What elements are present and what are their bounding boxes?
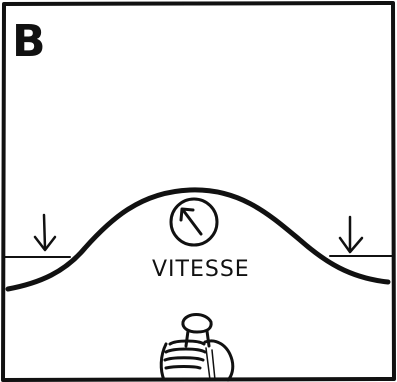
hand-holding-bottle: [159, 313, 235, 382]
down-arrow-icon: [33, 213, 57, 252]
down-arrow-icon: [338, 215, 364, 254]
speed-gauge-icon: [169, 197, 219, 247]
hill-curve: [5, 187, 391, 292]
speed-caption: VITESSE: [152, 257, 250, 282]
panel-letter: B: [12, 16, 46, 67]
